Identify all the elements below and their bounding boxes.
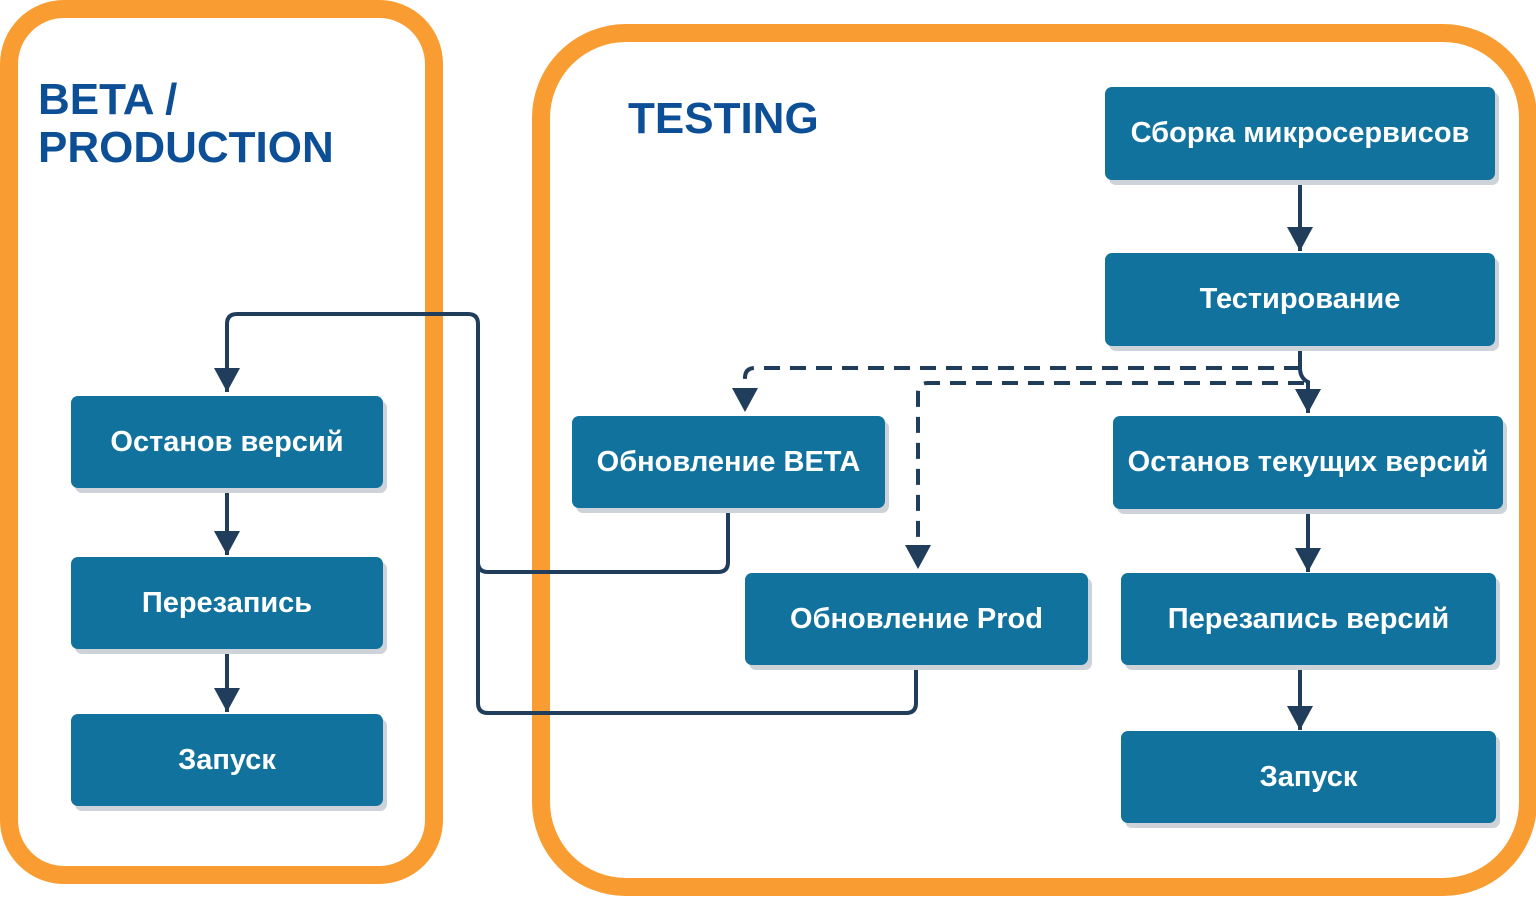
node-rewrite[interactable]: Перезапись [71, 557, 383, 649]
node-build-microservices[interactable]: Сборка микросервисов [1105, 87, 1495, 180]
arrow-testing-to-stop-current [1295, 347, 1321, 413]
node-update-prod[interactable]: Обновление Prod [745, 573, 1088, 665]
node-stop-versions[interactable]: Останов версий [71, 396, 383, 488]
node-update-beta[interactable]: Обновление BETA [572, 416, 885, 508]
beta-production-title: BETA / PRODUCTION [38, 76, 398, 172]
dashed-testing-to-update-beta [732, 366, 1300, 412]
beta-title-line1: BETA / [38, 75, 178, 124]
dashed-testing-to-update-prod [905, 381, 1304, 569]
testing-zone [532, 24, 1536, 896]
node-rewrite-versions[interactable]: Перезапись версий [1121, 573, 1496, 665]
node-launch-testing[interactable]: Запуск [1121, 731, 1496, 823]
node-testing[interactable]: Тестирование [1105, 253, 1495, 346]
beta-production-zone [0, 0, 443, 884]
connector-prod-to-stop-versions [476, 460, 918, 715]
beta-title-line2: PRODUCTION [38, 123, 334, 172]
node-launch-beta[interactable]: Запуск [71, 714, 383, 806]
connector-beta-to-stop-versions [214, 312, 730, 574]
testing-title: TESTING [628, 94, 819, 143]
node-stop-current-versions[interactable]: Останов текущих версий [1113, 416, 1503, 509]
